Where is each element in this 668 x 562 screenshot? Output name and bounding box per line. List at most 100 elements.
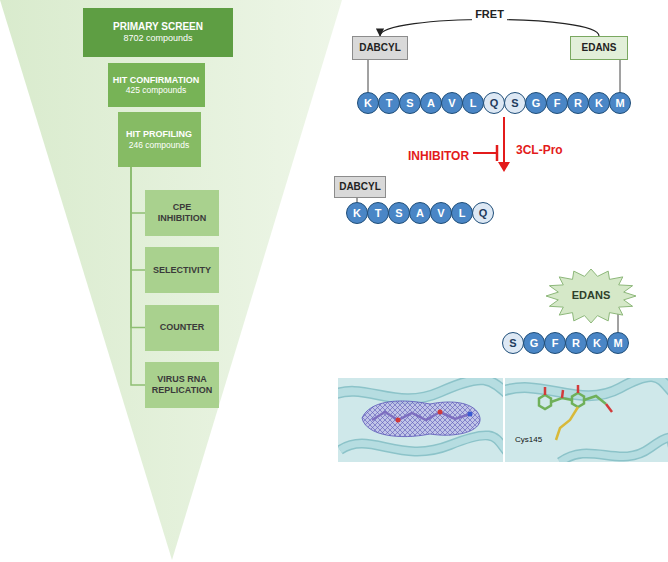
process-box: DABCYL bbox=[352, 36, 408, 60]
circle-shape bbox=[545, 333, 566, 354]
amino-acid-circle: R bbox=[565, 332, 587, 354]
amino-acid-circle: A bbox=[409, 202, 431, 224]
circle-shape bbox=[389, 203, 410, 224]
circle-shape bbox=[505, 93, 526, 114]
circle-shape bbox=[358, 93, 379, 114]
circle-shape bbox=[547, 93, 568, 114]
node-title: S bbox=[504, 98, 526, 109]
enzyme-label: 3CL-Pro bbox=[516, 143, 563, 157]
node-title: G bbox=[525, 98, 547, 109]
circle-shape bbox=[368, 203, 389, 224]
process-box: SELECTIVITY bbox=[145, 247, 219, 293]
circle-shape bbox=[610, 93, 631, 114]
amino-acid-circle: T bbox=[367, 202, 389, 224]
amino-acid-circle: L bbox=[462, 92, 484, 114]
amino-acid-circle: T bbox=[378, 92, 400, 114]
screening-funnel bbox=[0, 0, 342, 560]
amino-acid-circle: Q bbox=[472, 202, 494, 224]
node-title: PRIMARY SCREEN bbox=[87, 21, 229, 33]
node-title: M bbox=[607, 338, 629, 349]
node-title: HIT PROFILING bbox=[122, 129, 197, 140]
label-holder: Cys145 bbox=[515, 428, 542, 446]
circle-shape bbox=[566, 333, 587, 354]
circle-shape bbox=[587, 333, 608, 354]
node-title: Q bbox=[472, 208, 494, 219]
connector bbox=[368, 60, 369, 92]
amino-acid-circle: F bbox=[544, 332, 566, 354]
node-subtitle: 246 compounds bbox=[122, 140, 197, 150]
node-title: A bbox=[409, 208, 431, 219]
connector bbox=[131, 167, 145, 328]
connector bbox=[131, 167, 145, 213]
node-title: A bbox=[420, 98, 442, 109]
amino-acid-circle: V bbox=[441, 92, 463, 114]
connector bbox=[380, 20, 599, 37]
protein-structure-ligand bbox=[505, 378, 668, 462]
amino-acid-circle: A bbox=[420, 92, 442, 114]
node-title: DABCYL bbox=[357, 42, 403, 54]
node-title: L bbox=[462, 98, 484, 109]
circle-shape bbox=[400, 93, 421, 114]
process-box: CPE INHIBITION bbox=[145, 190, 219, 236]
amino-acid-circle: G bbox=[523, 332, 545, 354]
fluorophore-burst: EDANS bbox=[546, 269, 636, 323]
process-box: HIT PROFILING246 compounds bbox=[118, 112, 201, 167]
label-holder: 3CL-Pro bbox=[516, 140, 563, 158]
amino-acid-circle: S bbox=[502, 332, 524, 354]
node-title: COUNTER bbox=[149, 322, 215, 333]
node-title: SELECTIVITY bbox=[149, 265, 215, 276]
circle-shape bbox=[463, 93, 484, 114]
connector bbox=[131, 167, 145, 385]
circle-shape bbox=[379, 93, 400, 114]
node-title: S bbox=[399, 98, 421, 109]
circle-shape bbox=[347, 203, 368, 224]
amino-acid-circle: L bbox=[451, 202, 473, 224]
amino-acid-circle: M bbox=[609, 92, 631, 114]
node-title: G bbox=[523, 338, 545, 349]
node-title: K bbox=[586, 338, 608, 349]
circle-shape bbox=[410, 203, 431, 224]
circle-shape bbox=[524, 333, 545, 354]
circle-shape bbox=[473, 203, 494, 224]
node-title: VIRUS RNA REPLICATION bbox=[149, 374, 215, 396]
node-title: K bbox=[588, 98, 610, 109]
amino-acid-circle: G bbox=[525, 92, 547, 114]
connector bbox=[357, 198, 358, 202]
circle-shape bbox=[526, 93, 547, 114]
node-title: Q bbox=[483, 98, 505, 109]
node-title: L bbox=[451, 208, 473, 219]
amino-acid-circle: K bbox=[588, 92, 610, 114]
node-title: R bbox=[565, 338, 587, 349]
node-title: T bbox=[378, 98, 400, 109]
node-title: S bbox=[388, 208, 410, 219]
amino-acid-circle: Q bbox=[483, 92, 505, 114]
residue-label: Cys145 bbox=[515, 435, 542, 445]
node-subtitle: 425 compounds bbox=[112, 85, 201, 95]
inhibitor-label: INHIBITOR bbox=[408, 149, 469, 163]
node-title: HIT CONFIRMATION bbox=[112, 75, 201, 86]
amino-acid-circle: S bbox=[388, 202, 410, 224]
node-title: S bbox=[502, 338, 524, 349]
amino-acid-circle: V bbox=[430, 202, 452, 224]
node-title: F bbox=[544, 338, 566, 349]
node-title: F bbox=[546, 98, 568, 109]
star-shape bbox=[546, 269, 636, 323]
node-title: K bbox=[357, 98, 379, 109]
edge-label: FRET bbox=[472, 8, 507, 21]
process-box: COUNTER bbox=[145, 305, 219, 351]
node-subtitle: 8702 compounds bbox=[87, 33, 229, 44]
process-box: VIRUS RNA REPLICATION bbox=[145, 362, 219, 408]
process-box: DABCYL bbox=[334, 176, 386, 198]
connector bbox=[620, 60, 621, 92]
circle-shape bbox=[421, 93, 442, 114]
edge-label-holder: FRET bbox=[472, 4, 507, 22]
process-box: EDANS bbox=[570, 36, 628, 60]
node-title: V bbox=[441, 98, 463, 109]
process-box: HIT CONFIRMATION425 compounds bbox=[108, 63, 205, 107]
inhibition-bar bbox=[473, 145, 497, 161]
amino-acid-circle: S bbox=[399, 92, 421, 114]
node-title: V bbox=[430, 208, 452, 219]
circle-shape bbox=[484, 93, 505, 114]
circle-shape bbox=[503, 333, 524, 354]
circle-shape bbox=[568, 93, 589, 114]
